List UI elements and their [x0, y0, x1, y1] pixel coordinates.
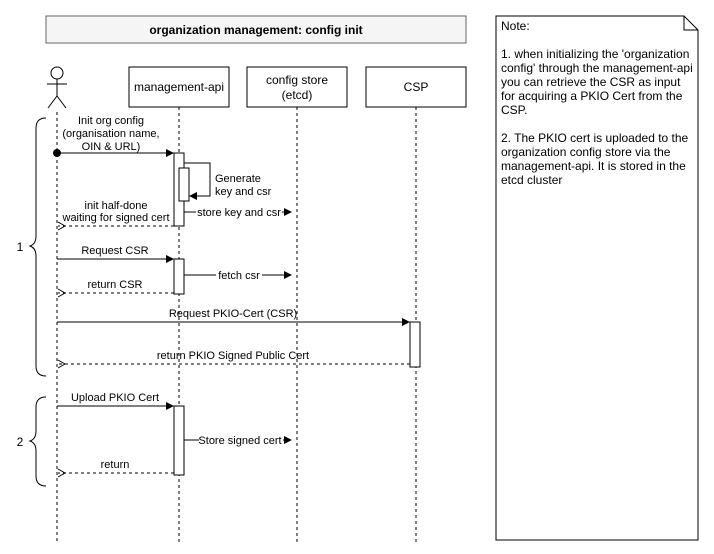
- message-init-half-done: init half-done waiting for signed cert: [57, 200, 174, 231]
- message-label: Request CSR: [81, 245, 148, 257]
- message-request-pkio-cert: Request PKIO-Cert (CSR): [57, 308, 410, 326]
- actor-figure: [47, 66, 67, 109]
- participant-label: management-api: [134, 80, 224, 94]
- message-label: fetch csr: [218, 270, 260, 282]
- participant-label: config store: [266, 73, 328, 87]
- message-generate-key: Generate key and csr: [184, 162, 272, 200]
- message-init-org-config: Init org config (organisation name, OIN …: [53, 115, 174, 157]
- group-label: 1: [17, 240, 24, 254]
- group-2-bracket: 2: [17, 396, 47, 487]
- note-heading: Note:: [501, 19, 530, 33]
- message-label: Store signed cert: [198, 435, 281, 447]
- message-fetch-csr: fetch csr: [184, 268, 292, 282]
- note-line: 2. The PKIO cert is uploaded to the: [501, 131, 689, 145]
- note-line: for acquiring a PKIO Cert from the: [501, 89, 683, 103]
- message-label: Generate: [215, 173, 261, 185]
- message-return: return: [57, 459, 174, 478]
- message-upload-pkio: Upload PKIO Cert: [57, 392, 174, 410]
- message-store-key: store key and csr: [184, 205, 292, 219]
- activation-bars: [173, 152, 421, 476]
- message-label: store key and csr: [197, 207, 281, 219]
- message-request-csr: Request CSR: [57, 245, 174, 263]
- message-label: OIN & URL): [82, 141, 141, 153]
- note-line: management-api. It is stored in the: [501, 159, 686, 173]
- note-line: etcd cluster: [501, 173, 562, 187]
- message-label: return: [101, 459, 130, 471]
- message-label: (organisation name,: [62, 128, 159, 140]
- message-label: return CSR: [87, 279, 142, 291]
- message-label: Upload PKIO Cert: [71, 392, 159, 404]
- participant-label: CSP: [404, 80, 429, 94]
- message-label: return PKIO Signed Public Cert: [157, 350, 309, 362]
- message-label: Request PKIO-Cert (CSR): [169, 308, 297, 320]
- message-label: key and csr: [215, 186, 272, 198]
- note-line: organization config store via the: [501, 145, 671, 159]
- message-label: Init org config: [78, 115, 144, 127]
- participant-config-store: config store (etcd): [246, 66, 348, 108]
- note-line: CSP.: [501, 103, 527, 117]
- diagram-title: organization management: config init: [149, 23, 362, 37]
- message-return-pkio: return PKIO Signed Public Cert: [57, 350, 410, 369]
- group-label: 2: [17, 435, 24, 449]
- note-line: 1. when initializing the 'organization: [501, 47, 689, 61]
- message-return-csr: return CSR: [57, 279, 174, 298]
- participant-sublabel: (etcd): [282, 88, 313, 102]
- message-label: waiting for signed cert: [62, 212, 170, 224]
- participant-management-api: management-api: [128, 66, 230, 108]
- title-bar: organization management: config init: [45, 15, 467, 44]
- note-line: config' through the management-api: [501, 61, 693, 75]
- message-label: init half-done: [85, 200, 148, 212]
- message-store-signed-cert: Store signed cert: [184, 433, 292, 447]
- group-1-bracket: 1: [17, 117, 47, 377]
- participant-csp: CSP: [365, 66, 467, 108]
- note-line: you can retrieve the CSR as input: [501, 75, 681, 89]
- note-box: Note: 1. when initializing the 'organiza…: [495, 15, 699, 541]
